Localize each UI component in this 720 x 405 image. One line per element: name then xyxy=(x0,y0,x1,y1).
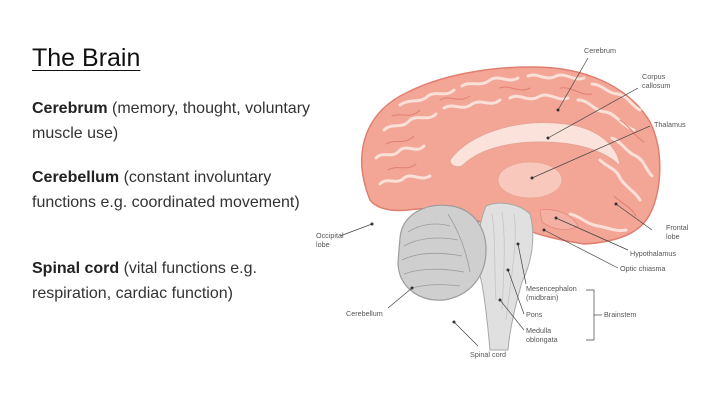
spinal-cord-description: Spinal cord (vital functions e.g. respir… xyxy=(32,257,322,306)
label-cerebellum: Cerebellum xyxy=(346,309,383,318)
spinal-cord-term: Spinal cord xyxy=(32,260,120,277)
label-thalamus: Thalamus xyxy=(654,120,686,129)
cortex-sulci xyxy=(385,86,645,217)
cerebellum-folia xyxy=(401,213,471,289)
cerebellum-shape xyxy=(397,204,487,301)
leader-lines xyxy=(339,57,653,347)
cerebrum-description: Cerebrum (memory, thought, voluntary mus… xyxy=(32,97,322,146)
label-corpus-callosum-line2: callosum xyxy=(642,81,670,90)
thalamus-shape xyxy=(497,161,563,199)
label-mesencephalon-line1: Mesencephalon xyxy=(526,284,577,293)
label-spinal-cord: Spinal cord xyxy=(470,350,506,359)
label-mesencephalon-line2: (midbrain) xyxy=(526,293,558,302)
brainstem-shape xyxy=(477,202,534,351)
brainstem-fibers xyxy=(491,211,516,321)
label-frontal-lobe-line1: Frontal xyxy=(666,223,689,232)
cerebellum-term: Cerebellum xyxy=(32,169,120,186)
label-occipital-lobe-line1: Occipital xyxy=(316,231,344,240)
label-cerebrum: Cerebrum xyxy=(584,46,616,55)
label-brainstem: Brainstem xyxy=(604,310,636,319)
cerebellum-description: Cerebellum (constant involuntary functio… xyxy=(32,166,322,215)
label-frontal-lobe-line2: lobe xyxy=(666,232,680,241)
label-medulla-line2: oblongata xyxy=(526,335,558,344)
corpus-callosum-shape xyxy=(449,122,621,168)
label-occipital-lobe-line2: lobe xyxy=(316,240,330,249)
cerebellum-desc: (constant involuntary functions e.g. coo… xyxy=(32,169,300,211)
spinal-cord-desc: (vital functions e.g. respiration, cardi… xyxy=(32,260,257,302)
cerebrum-desc: (memory, thought, voluntary muscle use) xyxy=(32,100,311,142)
label-optic-chiasma: Optic chiasma xyxy=(620,264,666,273)
cerebrum-term: Cerebrum xyxy=(32,100,108,117)
label-medulla-line1: Medulla xyxy=(526,326,551,335)
label-corpus-callosum-line1: Corpus xyxy=(642,72,666,81)
label-hypothalamus: Hypothalamus xyxy=(630,249,676,258)
slide-title: The Brain xyxy=(32,44,141,72)
cortex-gyri xyxy=(374,73,654,232)
label-pons: Pons xyxy=(526,310,543,319)
